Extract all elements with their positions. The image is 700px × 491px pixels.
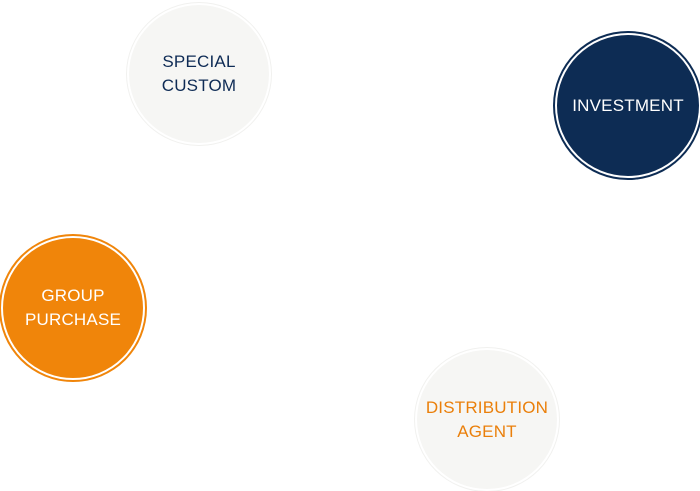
special-custom-circle[interactable]: SPECIAL CUSTOM xyxy=(127,3,271,145)
special-custom-label: SPECIAL CUSTOM xyxy=(161,52,237,95)
investment-circle[interactable]: INVESTMENT xyxy=(555,33,700,178)
group-purchase-label: GROUP PURCHASE xyxy=(24,286,122,329)
distribution-agent-label: DISTRIBUTION AGENT xyxy=(425,397,549,441)
investment-label: INVESTMENT xyxy=(572,95,684,115)
distribution-agent-circle[interactable]: DISTRIBUTION AGENT xyxy=(415,348,559,491)
group-purchase-circle[interactable]: GROUP PURCHASE xyxy=(1,236,145,380)
